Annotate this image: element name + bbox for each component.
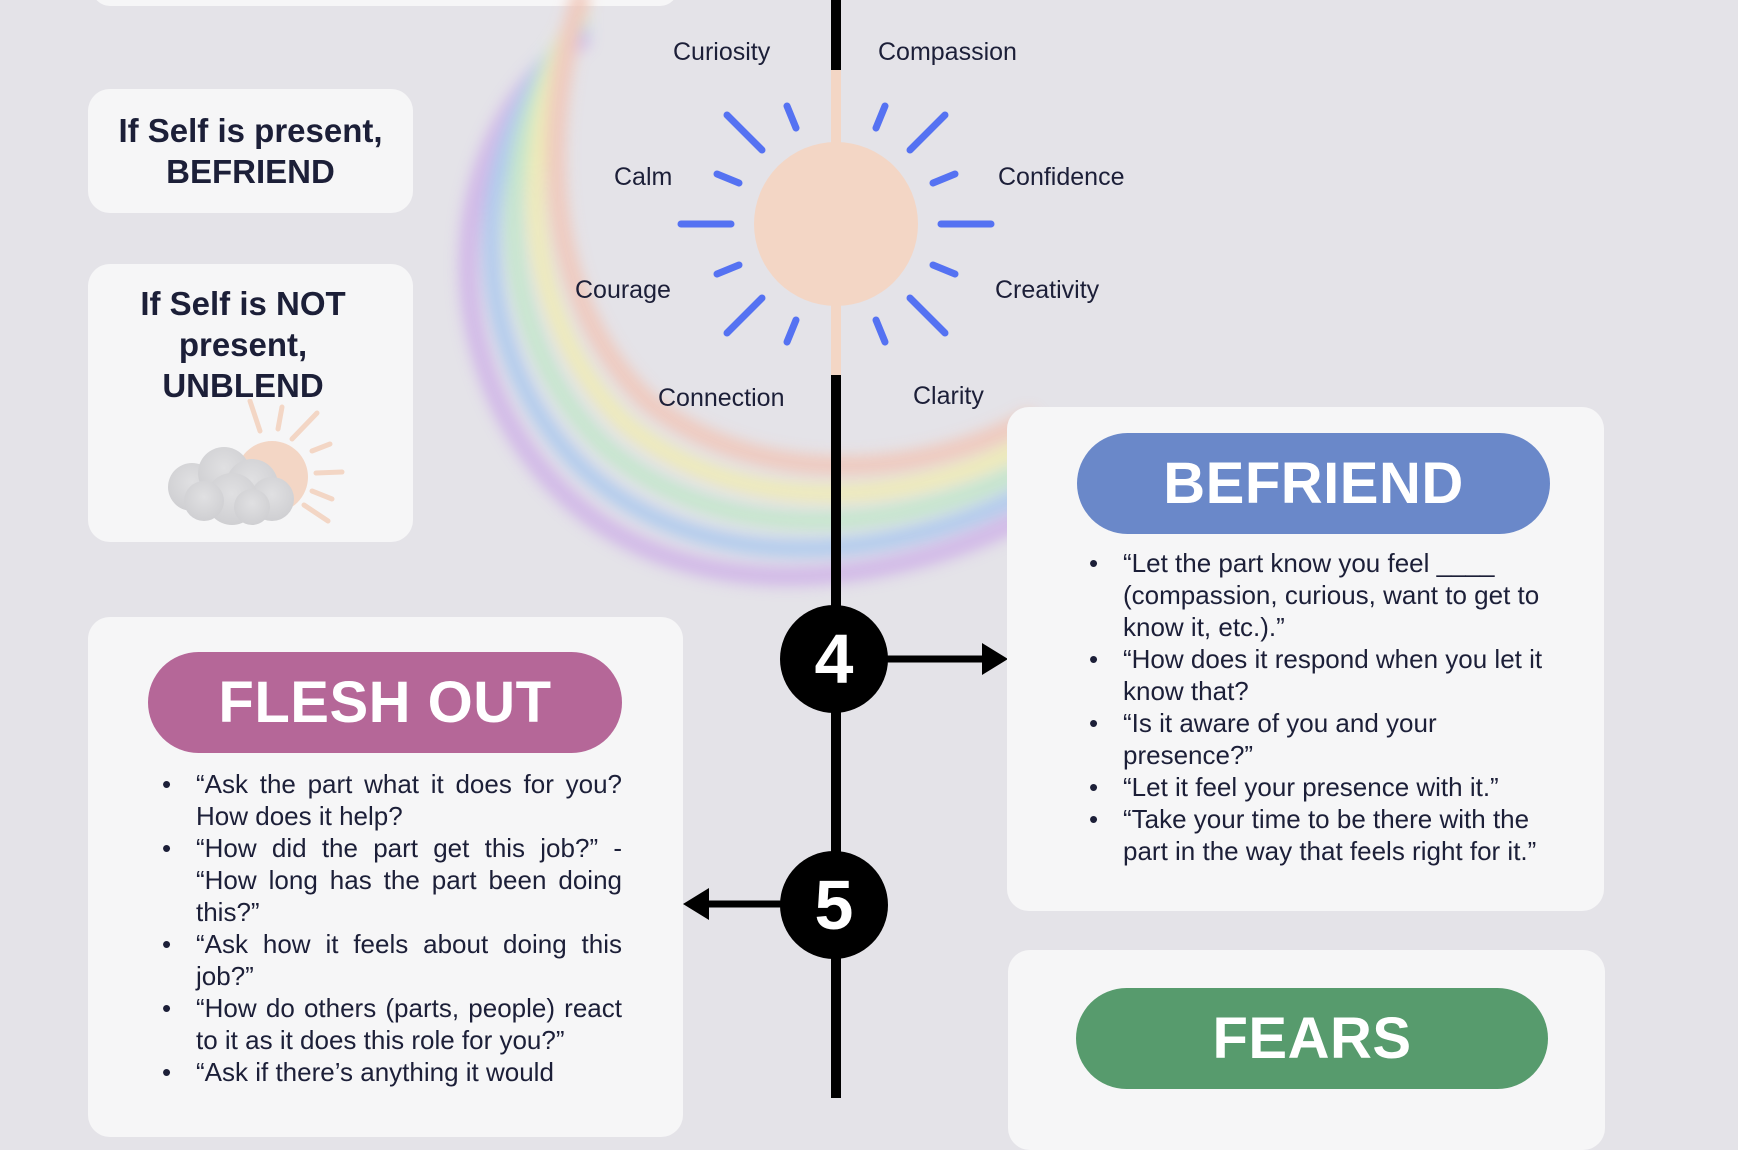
sun-icon [677,102,995,346]
quality-courage: Courage [575,276,671,304]
top-partial-card [92,0,678,6]
self-present-text: If Self is present, BEFRIEND [118,112,383,190]
rainbow-icon [458,0,1038,587]
partly-cloudy-sun-icon [168,399,345,525]
list-item: “How does it respond when you let it kno… [1083,643,1553,707]
flesh-out-list: “Ask the part what it does for you? How … [156,768,622,1088]
list-item: “Ask if there’s anything it would [156,1056,622,1088]
list-item: “Is it aware of you and your presence?” [1083,707,1553,771]
quality-creativity: Creativity [995,276,1100,304]
self-not-present-card: If Self is NOT present, UNBLEND [88,264,413,542]
flesh-out-title: FLESH OUT [148,652,622,753]
fears-title: FEARS [1076,988,1548,1089]
quality-calm: Calm [614,163,673,191]
self-present-card: If Self is present, BEFRIEND [88,89,413,213]
quality-connection: Connection [658,384,785,412]
step-5-badge: 5 [780,851,888,959]
quality-curiosity: Curiosity [673,38,771,66]
quality-clarity: Clarity [913,382,984,410]
diagram-graphics [458,0,1038,1098]
list-item: “Let it feel your presence with it.” [1083,771,1553,803]
list-item: “Let the part know you feel ____ (compas… [1083,547,1553,643]
arrow-to-flesh-out [683,888,785,920]
list-item: “How did the part get this job?” - “How … [156,832,622,928]
list-item: “Ask how it feels about doing this job?” [156,928,622,992]
list-item: “Take your time to be there with the par… [1083,803,1553,867]
step-4-badge: 4 [780,605,888,713]
befriend-title: BEFRIEND [1077,433,1550,534]
self-not-present-text: If Self is NOT present, UNBLEND [140,285,346,404]
quality-compassion: Compassion [878,38,1017,66]
list-item: “How do others (parts, people) react to … [156,992,622,1056]
befriend-list: “Let the part know you feel ____ (compas… [1083,547,1553,867]
quality-confidence: Confidence [998,163,1125,191]
list-item: “Ask the part what it does for you? How … [156,768,622,832]
arrow-to-befriend [880,643,1008,675]
